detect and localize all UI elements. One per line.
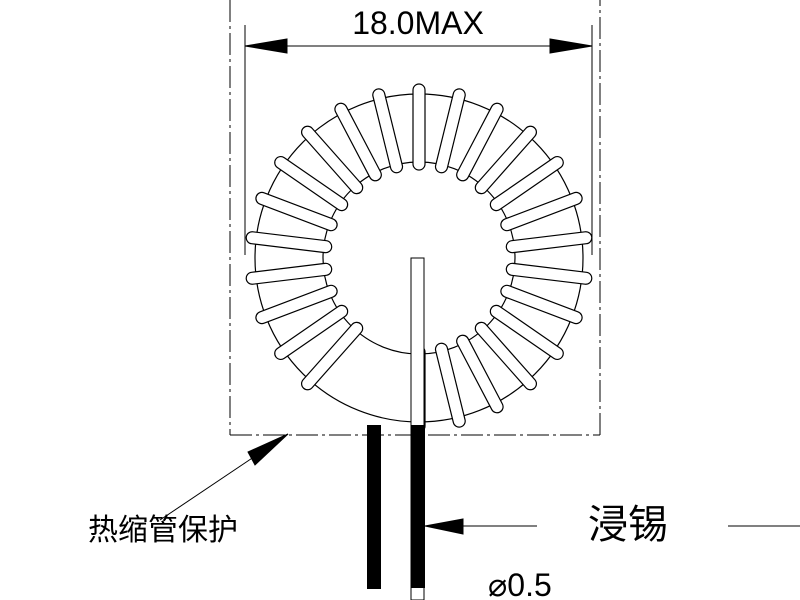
winding-turn bbox=[505, 231, 593, 254]
winding-turn bbox=[245, 262, 333, 285]
arrow-icon bbox=[247, 433, 289, 466]
tin-dip-label: 浸锡 bbox=[588, 502, 668, 548]
winding-turn bbox=[334, 102, 382, 182]
winding-turn bbox=[245, 231, 333, 254]
width-dimension-label: 18.0MAX bbox=[352, 5, 484, 41]
lead-wire-right bbox=[411, 425, 425, 588]
winding-turn bbox=[474, 125, 538, 195]
winding-turn bbox=[274, 155, 349, 212]
wire-diameter-label: ⌀0.5 bbox=[488, 567, 552, 600]
winding-turn bbox=[489, 304, 564, 361]
winding-turn bbox=[372, 88, 404, 174]
arrow-left-icon bbox=[244, 38, 288, 54]
winding-turn bbox=[500, 284, 583, 325]
heat-shrink-leader bbox=[159, 433, 289, 521]
winding-turn bbox=[505, 262, 593, 285]
winding-turn bbox=[474, 321, 538, 391]
heat-shrink-label: 热缩管保护 bbox=[88, 513, 238, 548]
winding-turn bbox=[489, 155, 564, 212]
winding-turn bbox=[500, 191, 583, 232]
winding-turn bbox=[274, 304, 349, 361]
arrow-right-icon bbox=[549, 38, 593, 54]
winding-turn bbox=[412, 83, 426, 171]
winding-turn bbox=[456, 102, 504, 182]
leads bbox=[367, 257, 425, 600]
winding-turn bbox=[434, 342, 466, 428]
dimension-lines bbox=[244, 25, 593, 255]
lead-wire-left bbox=[367, 425, 381, 589]
winding-turn bbox=[300, 125, 364, 195]
winding-turn bbox=[255, 284, 338, 325]
winding-turn bbox=[434, 88, 466, 174]
arrow-icon bbox=[424, 518, 464, 535]
winding-turn bbox=[456, 334, 504, 414]
tin-dip-leader bbox=[424, 518, 800, 535]
winding-turn bbox=[300, 321, 364, 391]
winding-turn bbox=[255, 191, 338, 232]
